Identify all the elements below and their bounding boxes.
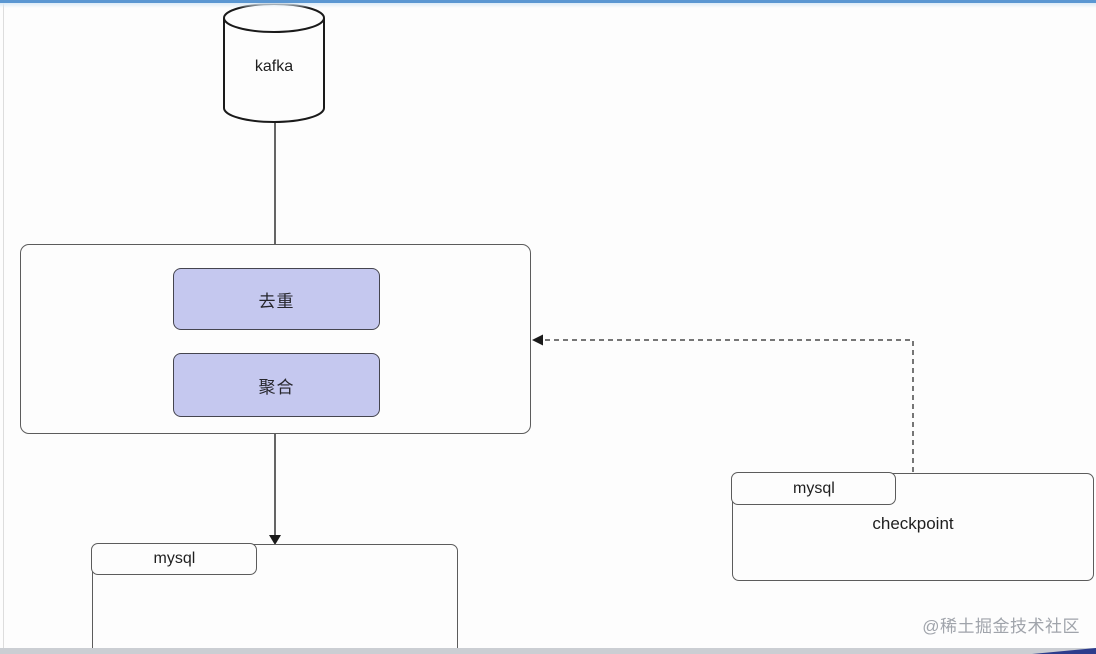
node-kafka: kafka — [223, 2, 325, 124]
node-mysql-sink: mysql — [91, 543, 458, 654]
bottom-navy-wedge — [1032, 648, 1096, 654]
cylinder-shape — [223, 3, 325, 123]
bottom-gray-bar — [0, 648, 1096, 654]
edge-checkpoint-to-processor — [542, 339, 914, 472]
node-checkpoint-store: mysql checkpoint — [731, 472, 1094, 581]
kafka-label: kafka — [254, 58, 294, 75]
left-edge-line — [3, 0, 4, 654]
checkpoint-mysql-tab: mysql — [731, 472, 897, 506]
top-blue-bar — [0, 0, 1096, 3]
step-dedupe: 去重 — [173, 268, 380, 330]
watermark: @稀土掘金技术社区 — [922, 617, 1080, 636]
node-processor-group: 去重 聚合 — [20, 244, 531, 434]
top-bar-fade — [0, 3, 1096, 8]
arrowhead-left — [532, 334, 543, 346]
step-aggregate: 聚合 — [173, 353, 380, 417]
mysql-sink-tab: mysql — [91, 543, 258, 576]
checkpoint-label: checkpoint — [872, 514, 954, 533]
